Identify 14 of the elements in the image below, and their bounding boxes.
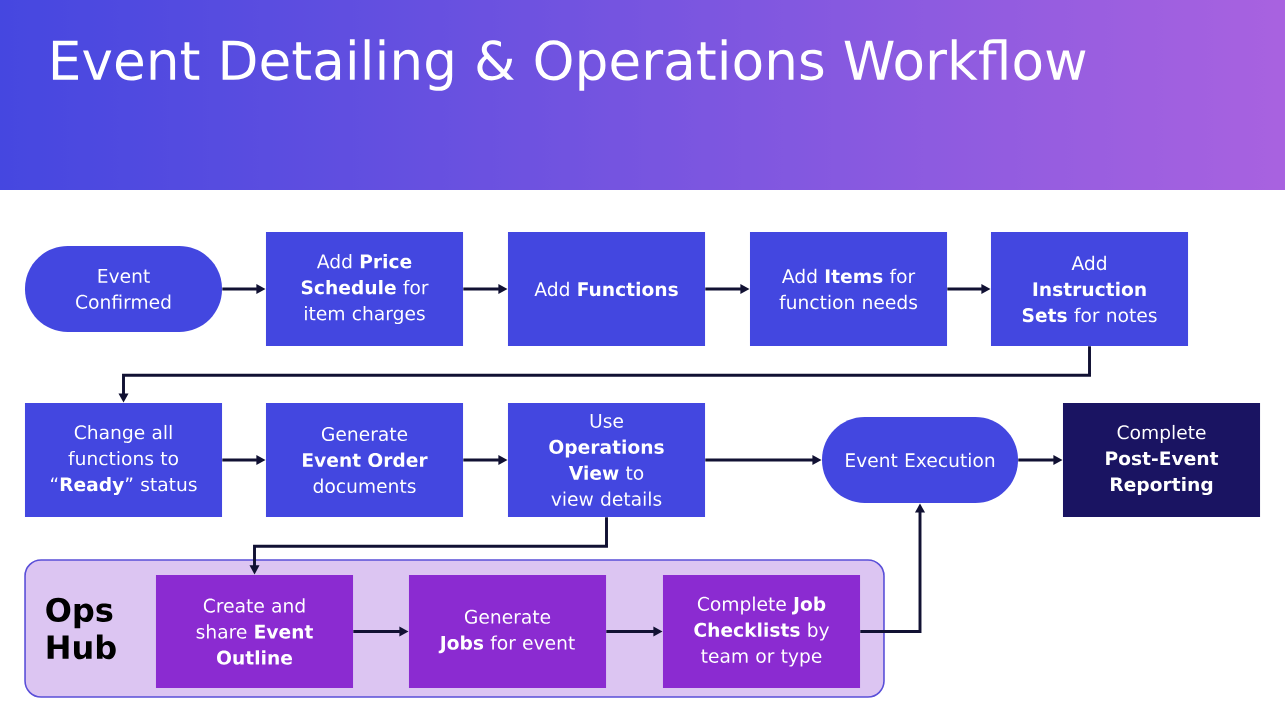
process-box: Complete Post-Event Reporting — [1063, 403, 1261, 517]
process-box: Add Functions — [507, 232, 706, 346]
terminal-pill: Event Execution — [822, 417, 1018, 503]
title: Event Detailing & Operations Workflow — [52, 39, 1086, 91]
process-box: Generate Jobs for event — [408, 574, 607, 689]
process-box: Add Items for function needs — [749, 232, 948, 346]
process-box: Complete Job Checklists by team or type — [663, 574, 861, 689]
process-box: Add Price Schedule for item charges — [265, 232, 464, 346]
process-box: Add Instruction Sets for notes — [991, 232, 1189, 346]
process-box: Use Operations View to view details — [507, 403, 706, 517]
process-box: Change all functions to “Ready” status — [24, 403, 223, 517]
terminal-pill: Event Confirmed — [24, 246, 223, 332]
process-box: Generate Event Order documents — [265, 403, 464, 517]
process-box: Create and share Event Outline — [155, 574, 354, 689]
